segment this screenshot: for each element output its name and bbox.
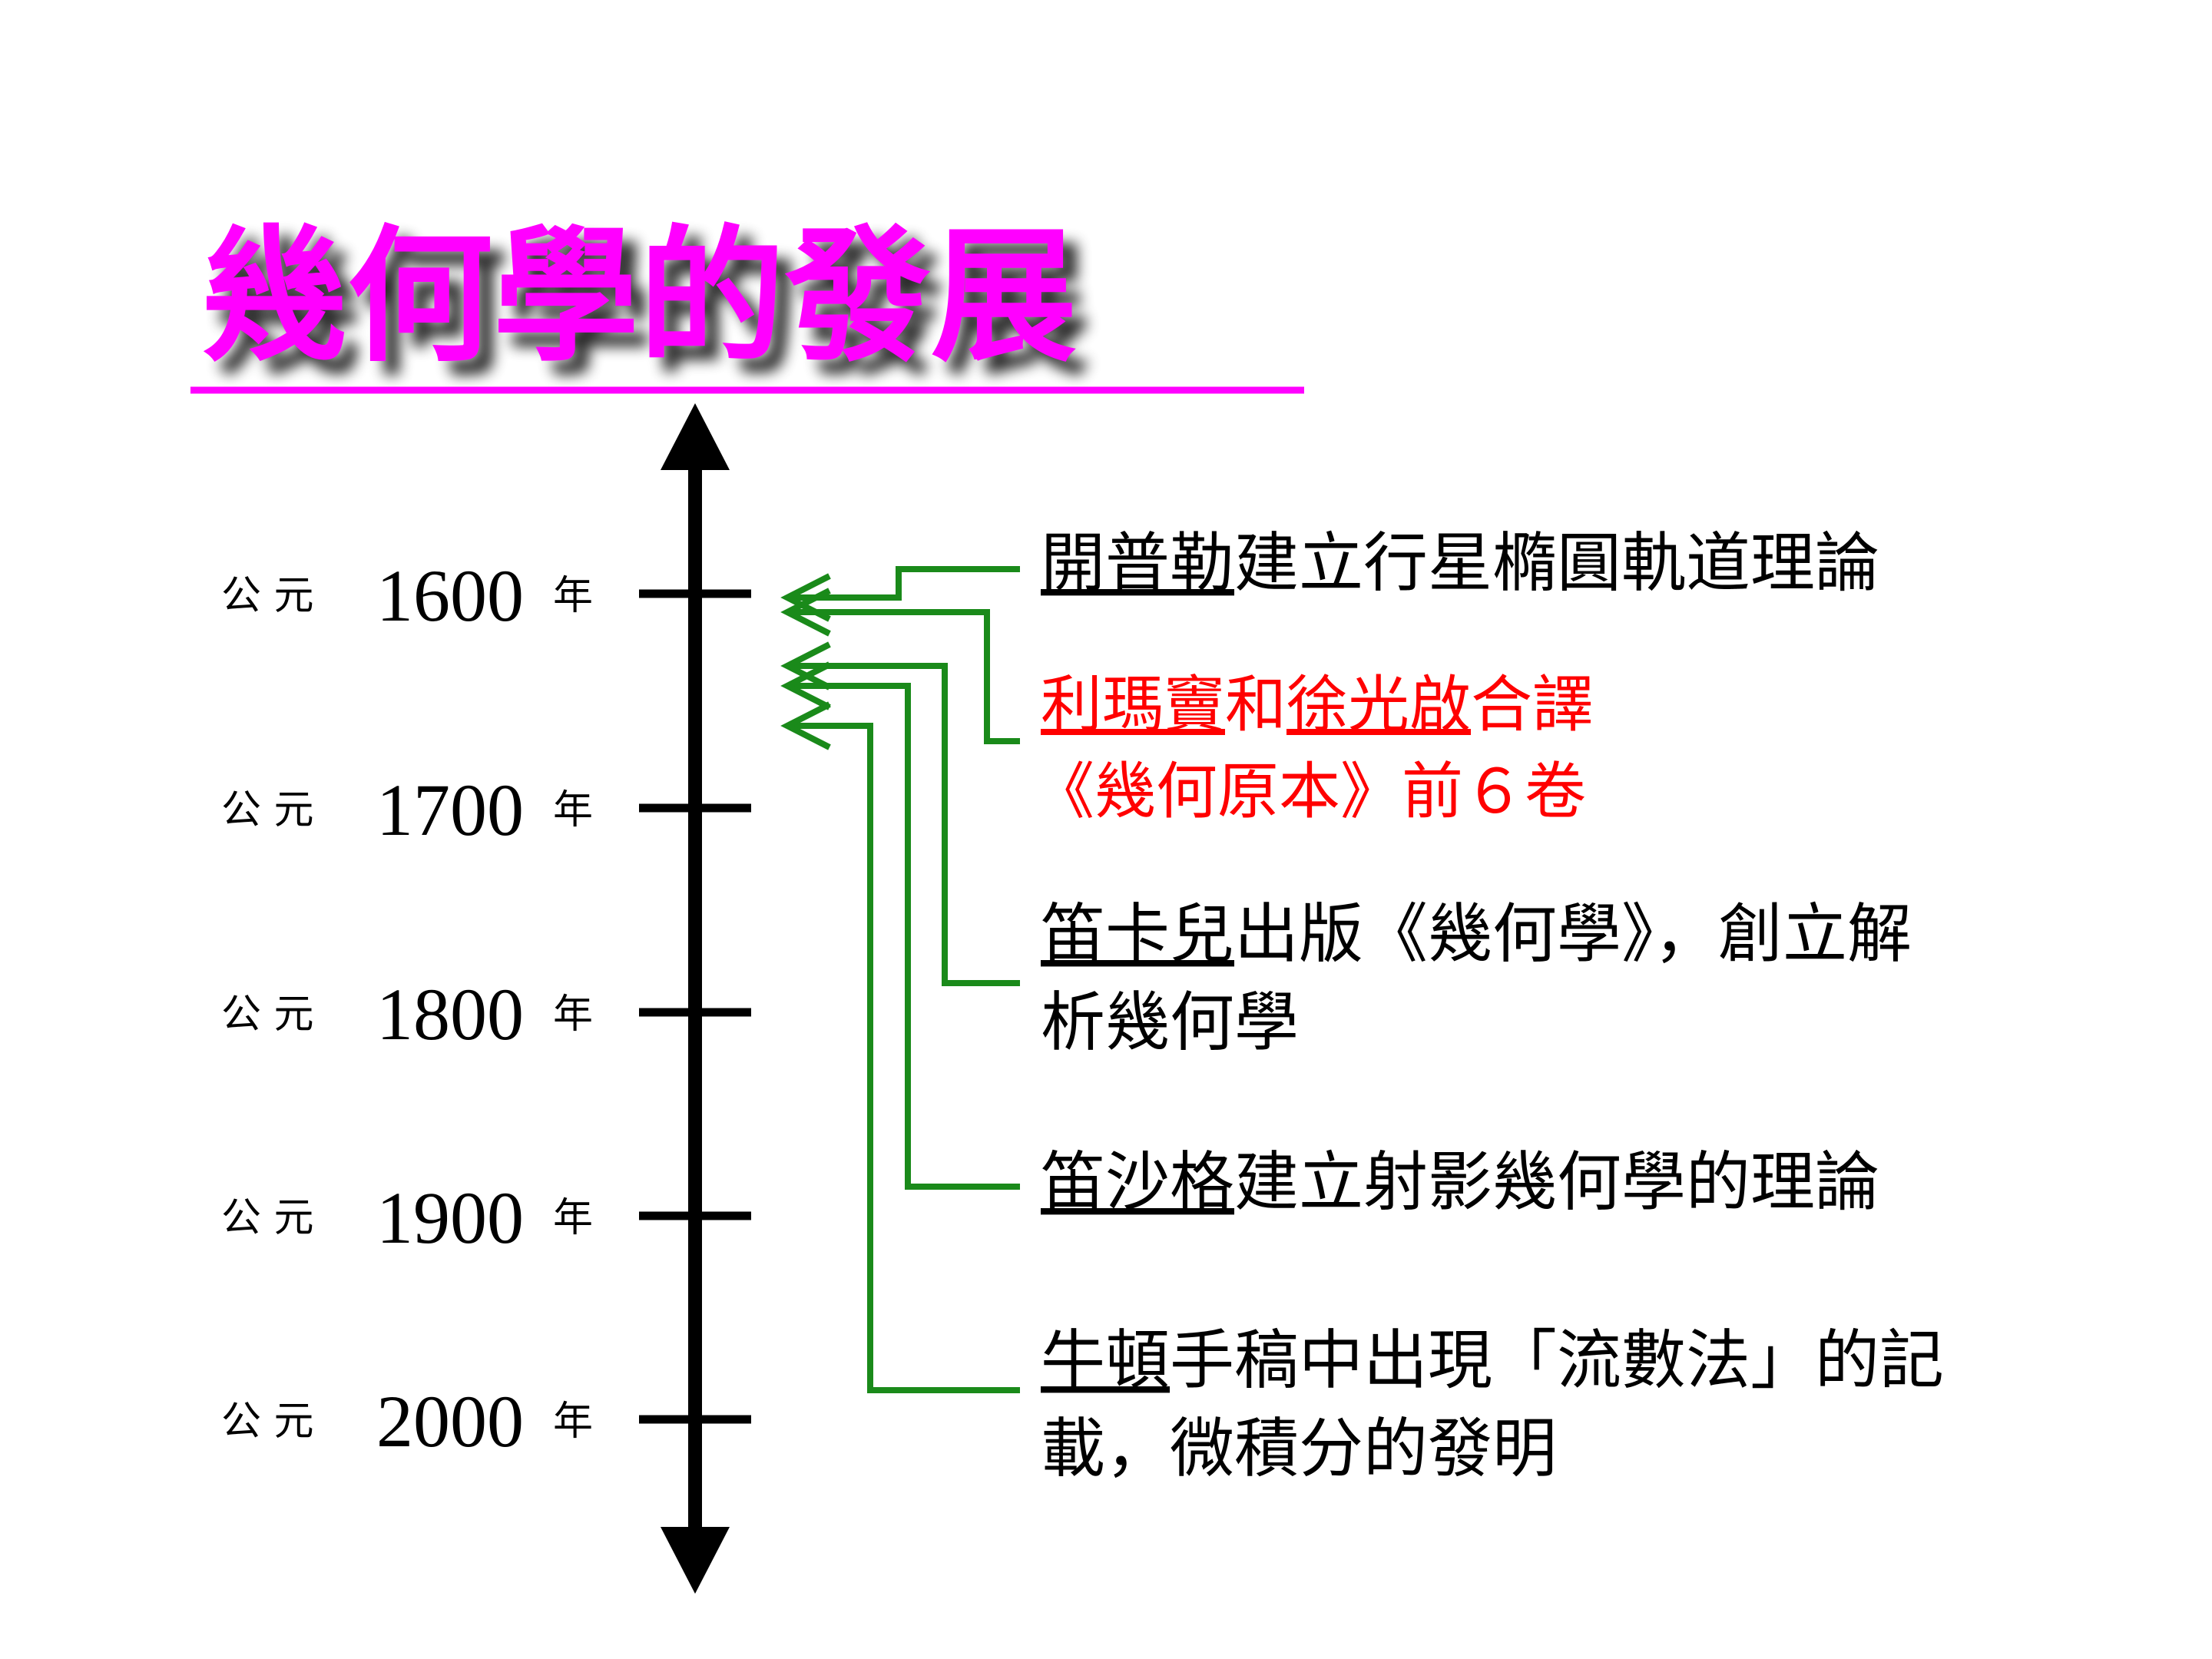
timeline-axis [661, 403, 730, 1594]
year-prefix: 公 元 [221, 573, 314, 619]
event-continuation: 《幾何原本》前６卷 [1033, 756, 1586, 827]
year-suffix: 年 [553, 573, 593, 619]
axis-arrow-up-icon [661, 403, 730, 470]
title-group: 幾何學的發展 幾何學的發展 [190, 210, 1306, 399]
page-title-shadow: 幾何學的發展 [215, 224, 1091, 396]
event-person-name: 利瑪竇 [1041, 669, 1225, 740]
event-continuation: 析幾何學 [1041, 985, 1299, 1060]
connector-desargues [787, 683, 1020, 1190]
event-line: 開普勒建立行星橢圓軌道理論 [1041, 525, 1879, 601]
arrowhead-newton-icon [780, 701, 831, 750]
year-number: 1800 [376, 973, 524, 1055]
year-suffix: 年 [553, 787, 593, 833]
year-tick-1700: 公 元 1700 年 [221, 769, 751, 851]
year-prefix: 公 元 [221, 1399, 314, 1445]
year-tick-1800: 公 元 1800 年 [221, 973, 751, 1055]
arrowhead-descartes-icon [780, 641, 831, 690]
event-descartes: 笛卡兒出版《幾何學》，創立解 析幾何學 [1041, 896, 1912, 1060]
event-newton: 牛頓手稿中出現「流數法」的記 載，微積分的發明 [1041, 1323, 1944, 1486]
event-connector-word: 和 [1225, 669, 1286, 740]
year-prefix: 公 元 [221, 787, 314, 833]
event-person-name: 牛頓 [1041, 1323, 1170, 1398]
event-continuation: 載，微積分的發明 [1041, 1411, 1557, 1486]
event-description: 建立行星橢圓軌道理論 [1234, 525, 1879, 601]
axis-arrow-down-icon [661, 1527, 730, 1594]
arrowhead-desargues-icon [780, 661, 831, 710]
event-description: 出版《幾何學》，創立解 [1234, 896, 1912, 972]
event-description: 建立射影幾何學的理論 [1234, 1144, 1879, 1220]
year-number: 1700 [376, 769, 524, 851]
arrowhead-ricci-icon [780, 588, 831, 637]
page-title: 幾何學的發展 [201, 210, 1077, 382]
event-desargues: 笛沙格建立射影幾何學的理論 [1041, 1144, 1879, 1220]
connector-newton [787, 723, 1020, 1393]
year-suffix: 年 [553, 992, 593, 1038]
event-person-name-2: 徐光啟 [1286, 669, 1471, 740]
event-description: 合譯 [1471, 669, 1594, 740]
connector-kepler [787, 566, 1020, 601]
event-description: 手稿中出現「流數法」的記 [1170, 1323, 1944, 1398]
event-line: 利瑪竇和徐光啟合譯 [1041, 669, 1594, 740]
year-number: 2000 [376, 1380, 524, 1462]
year-tick-2000: 公 元 2000 年 [221, 1380, 751, 1462]
event-connectors [780, 566, 1020, 1393]
year-tick-1600: 公 元 1600 年 [221, 555, 751, 637]
year-prefix: 公 元 [221, 1195, 314, 1241]
event-person-name: 笛卡兒 [1041, 896, 1234, 972]
event-line: 牛頓手稿中出現「流數法」的記 [1041, 1323, 1944, 1398]
event-ricci: 利瑪竇和徐光啟合譯 《幾何原本》前６卷 [1033, 669, 1594, 827]
year-suffix: 年 [553, 1399, 593, 1445]
event-person-name: 開普勒 [1041, 525, 1234, 601]
event-kepler: 開普勒建立行星橢圓軌道理論 [1041, 525, 1879, 601]
event-person-name: 笛沙格 [1041, 1144, 1234, 1220]
year-number: 1900 [376, 1177, 524, 1259]
event-line: 笛卡兒出版《幾何學》，創立解 [1041, 896, 1912, 972]
connector-ricci [787, 609, 1020, 744]
connector-descartes [787, 663, 1020, 986]
year-suffix: 年 [553, 1195, 593, 1241]
event-line: 笛沙格建立射影幾何學的理論 [1041, 1144, 1879, 1220]
year-tick-1900: 公 元 1900 年 [221, 1177, 751, 1259]
year-prefix: 公 元 [221, 992, 314, 1038]
year-number: 1600 [376, 555, 524, 637]
